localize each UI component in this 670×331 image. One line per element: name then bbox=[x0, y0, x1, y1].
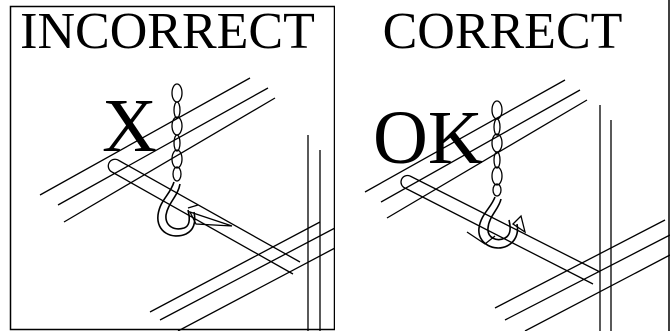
incorrect-mark: X bbox=[102, 84, 157, 168]
incorrect-title: INCORRECT bbox=[20, 3, 315, 60]
correct-title: CORRECT bbox=[382, 3, 623, 60]
incorrect-panel: INCORRECT X bbox=[9, 3, 335, 331]
incorrect-illustration bbox=[9, 5, 335, 331]
correct-mark: OK bbox=[373, 96, 483, 180]
correct-panel: CORRECT OK bbox=[335, 0, 670, 331]
correct-illustration bbox=[364, 0, 670, 331]
